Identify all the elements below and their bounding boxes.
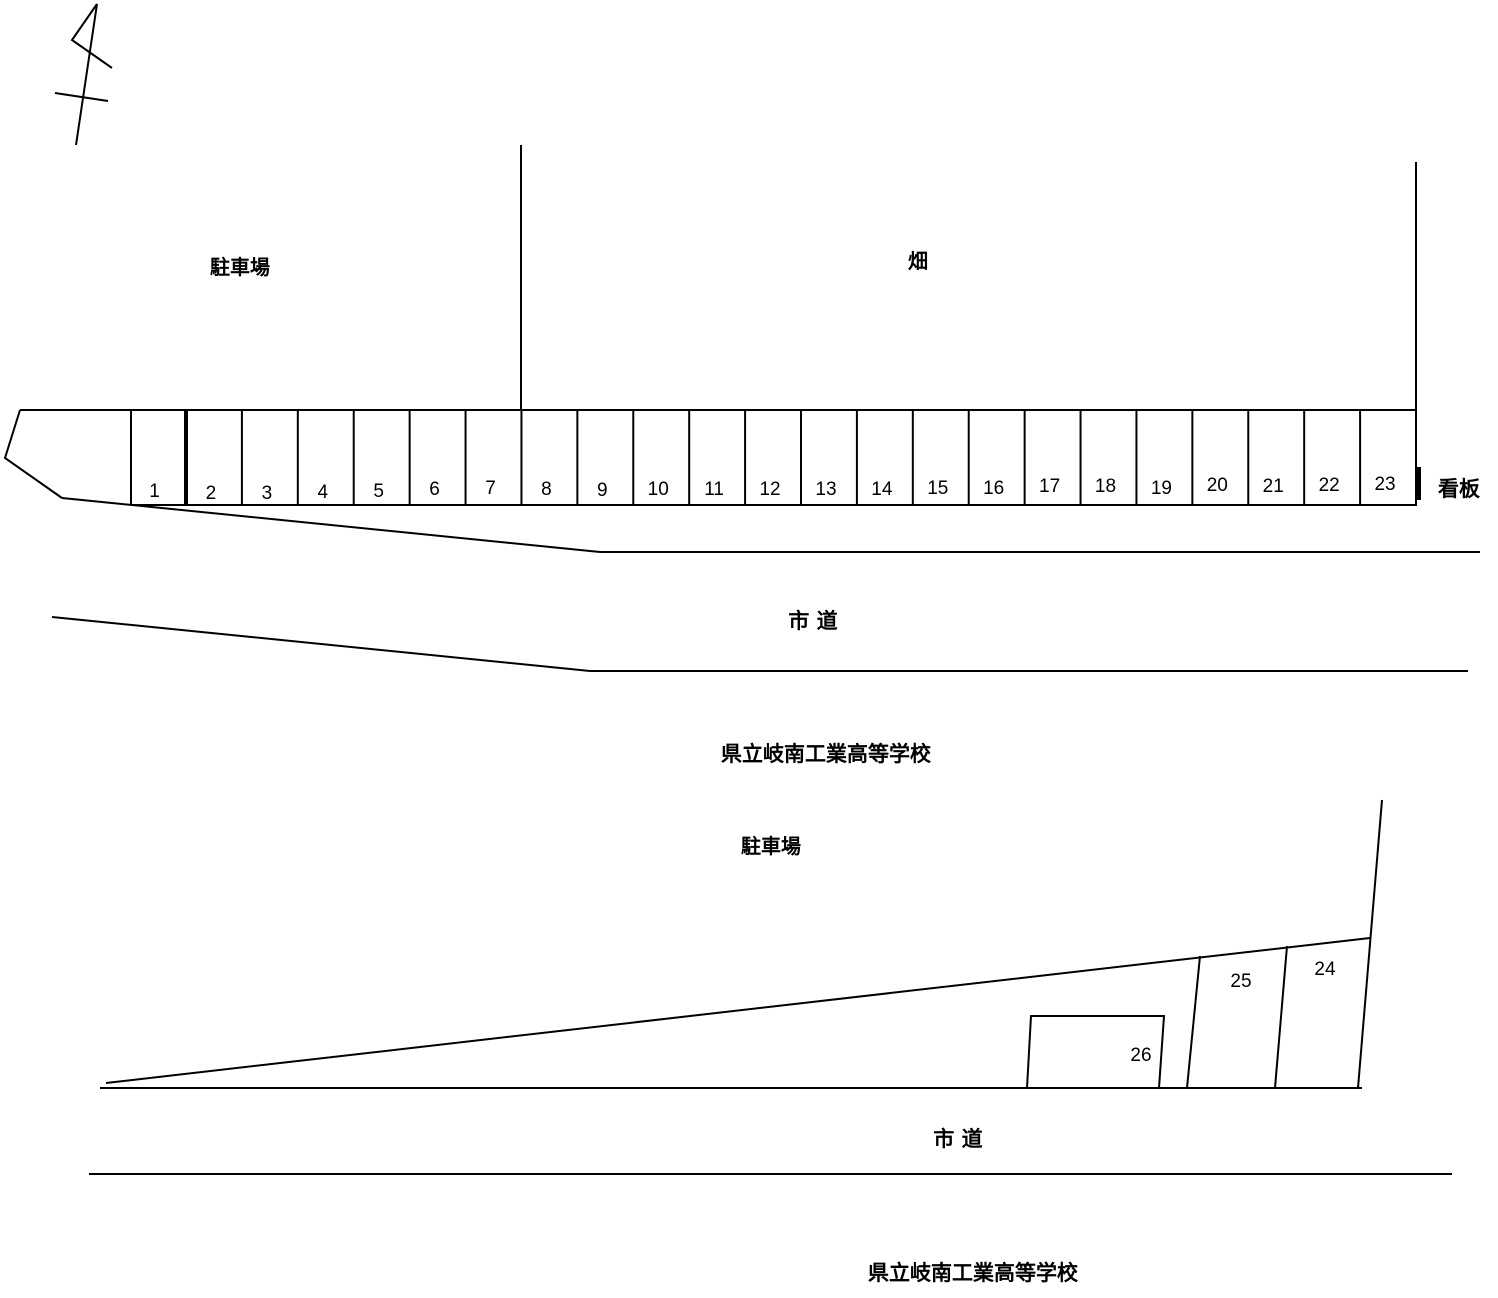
space-label: 6: [429, 479, 440, 500]
bottom-school-label: 県立岐南工業高等学校: [868, 1261, 1079, 1285]
space-25-boundary: [1186, 955, 1201, 1089]
space-label: 22: [1319, 475, 1340, 496]
space-24-boundary: [1274, 945, 1288, 1089]
space-label: 24: [1314, 959, 1336, 980]
space-label: 8: [541, 479, 552, 500]
top-road: [51, 497, 1480, 672]
space-label: 7: [485, 478, 496, 499]
space-label: 12: [759, 479, 780, 500]
space-label: 19: [1151, 478, 1172, 499]
bottom-parking-label: 駐車場: [741, 834, 801, 858]
space-label: 23: [1374, 474, 1395, 495]
space-label: 10: [648, 479, 669, 500]
space-label: 4: [317, 482, 328, 503]
space-label: 2: [206, 483, 217, 504]
bottom-parking-area: [100, 799, 1383, 1089]
top-parking-row: [3, 409, 1416, 506]
space-label: 17: [1039, 476, 1060, 497]
top-road-label: 市 道: [788, 609, 837, 633]
space-label: 21: [1263, 476, 1284, 497]
space-label: 14: [871, 479, 893, 500]
space-label: 1: [149, 481, 160, 502]
sign-label: 看板: [1438, 477, 1481, 501]
space-label: 15: [927, 478, 948, 499]
field-label: 畑: [908, 249, 928, 273]
space-label: 18: [1095, 476, 1116, 497]
space-label: 16: [983, 478, 1004, 499]
space-label: 11: [704, 479, 724, 500]
space-label: 25: [1230, 971, 1251, 992]
space-26-boundary: [1026, 1015, 1166, 1089]
space-label: 5: [373, 481, 384, 502]
space-label: 9: [597, 480, 608, 501]
space-label: 13: [815, 479, 836, 500]
bottom-road-label: 市 道: [933, 1127, 982, 1151]
top-parking-label: 駐車場: [210, 255, 270, 279]
space-label: 20: [1207, 475, 1228, 496]
north-arrow-icon: [54, 3, 113, 146]
space-label: 3: [262, 483, 273, 504]
top-school-label: 県立岐南工業高等学校: [721, 742, 932, 766]
space-label: 26: [1130, 1045, 1151, 1066]
